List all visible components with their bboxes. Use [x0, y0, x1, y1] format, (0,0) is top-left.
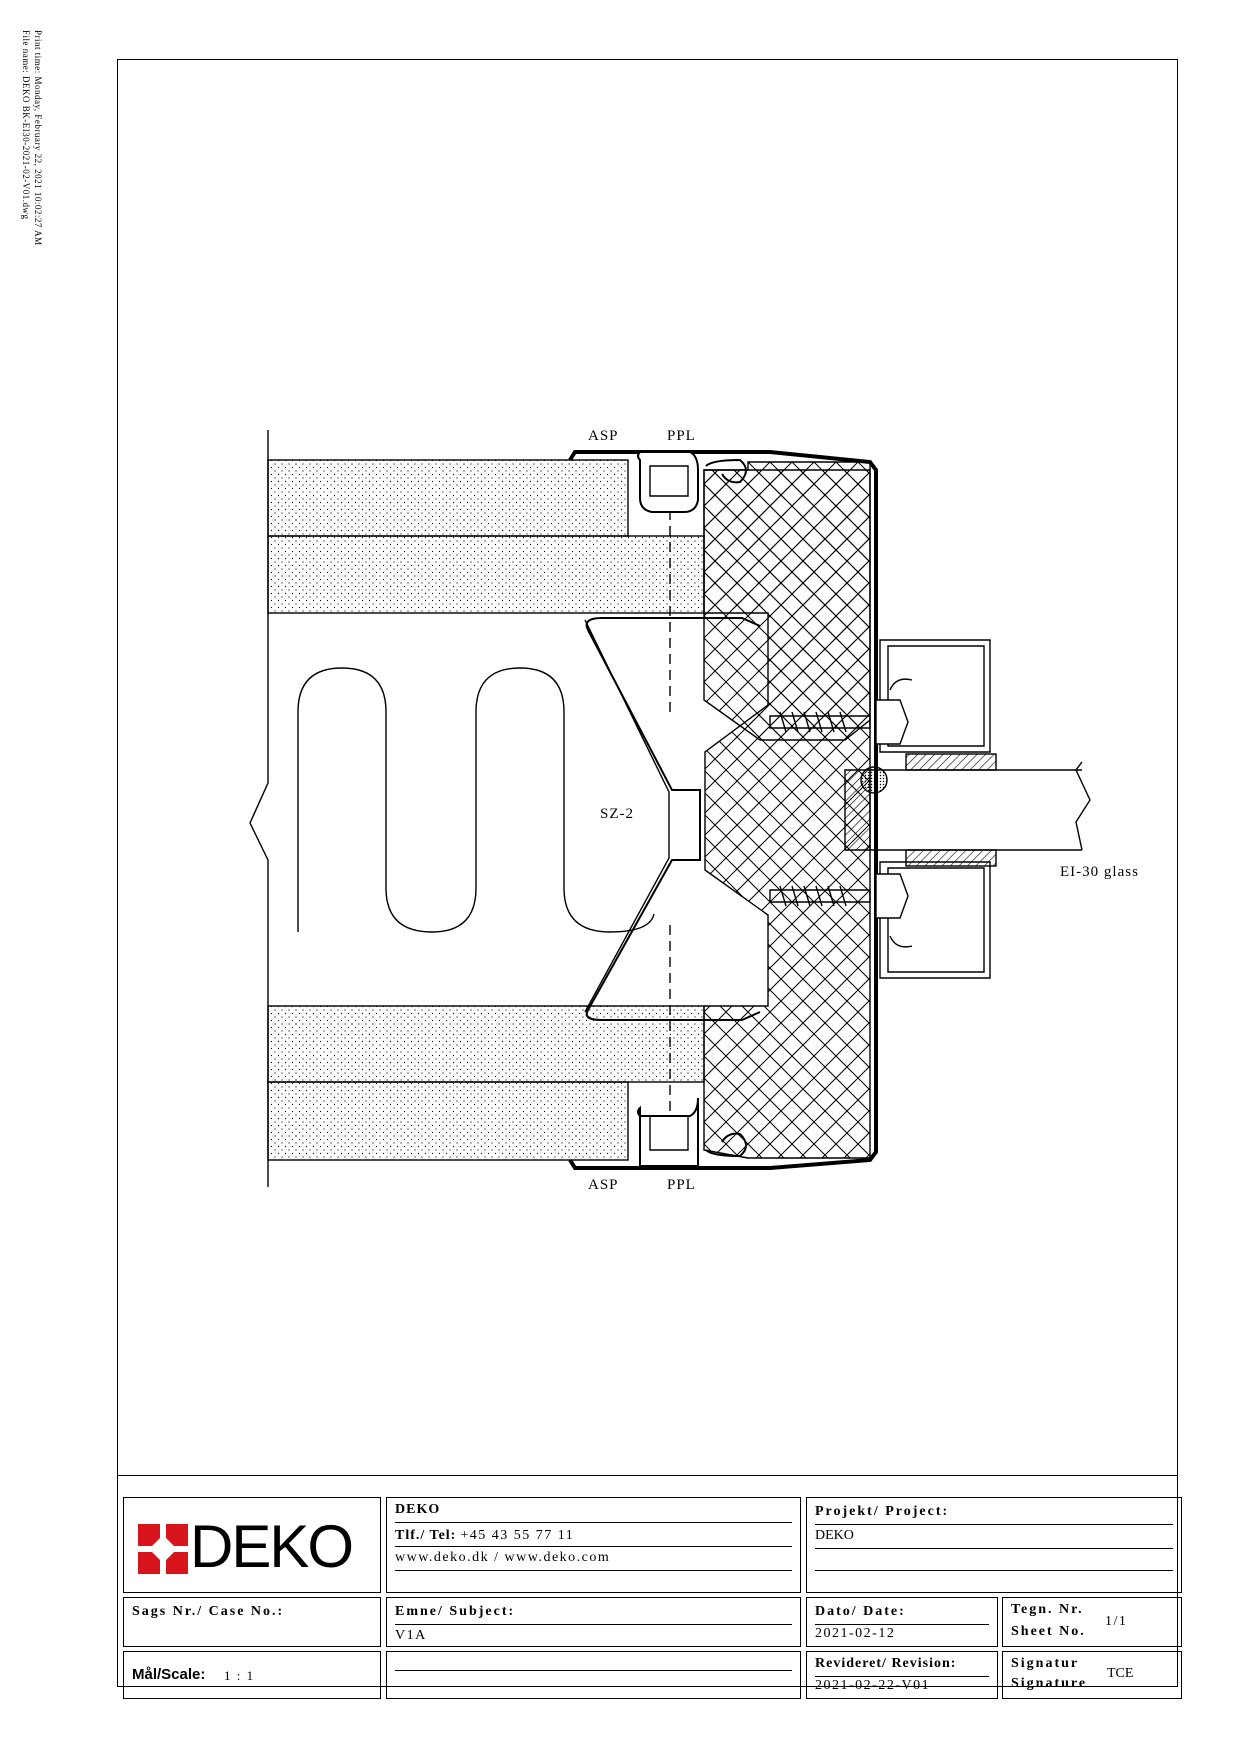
signature-cell: Signatur Signature TCE — [1002, 1651, 1182, 1699]
board-lower-outer — [267, 1081, 629, 1161]
scale-label: Mål/Scale: — [132, 1666, 206, 1683]
signature-value: TCE — [1107, 1666, 1134, 1681]
sz2-profile — [585, 617, 761, 1021]
subject-label: Emne/ Subject: — [395, 1604, 516, 1619]
label-profile: SZ-2 — [600, 806, 634, 822]
label-glass: EI-30 glass — [1060, 864, 1139, 880]
company-name: DEKO — [395, 1502, 441, 1517]
company-cell: DEKO Tlf./ Tel: +45 43 55 77 11 www.deko… — [386, 1497, 801, 1593]
label-asp-bottom: ASP — [588, 1177, 619, 1193]
board-upper-outer — [267, 459, 629, 537]
gasket-top — [637, 451, 699, 513]
date-label: Dato/ Date: — [815, 1604, 906, 1619]
signature-label-1: Signatur — [1011, 1656, 1080, 1671]
revision-label: Revideret/ Revision: — [815, 1656, 957, 1671]
case-no-label: Sags Nr./ Case No.: — [132, 1604, 285, 1619]
project-label: Projekt/ Project: — [815, 1504, 950, 1519]
project-cell: Projekt/ Project: DEKO — [806, 1497, 1182, 1593]
logo-text: DEKO — [190, 1513, 354, 1580]
sheet-no-cell: Tegn. Nr. Sheet No. 1/1 — [1002, 1597, 1182, 1647]
label-ppl-top: PPL — [667, 428, 696, 444]
deko-logo-icon — [138, 1524, 188, 1574]
glass-edge-profile — [844, 769, 871, 851]
label-asp-top: ASP — [588, 428, 619, 444]
case-no-cell: Sags Nr./ Case No.: — [123, 1597, 381, 1647]
glass-seal-upper — [905, 753, 997, 771]
glass-seal-lower — [905, 849, 997, 867]
screw-upper — [769, 699, 909, 745]
subject-notes-cell — [386, 1651, 801, 1699]
gasket-bottom — [637, 1097, 699, 1167]
date-cell: Dato/ Date: 2021-02-12 — [806, 1597, 998, 1647]
revision-value: 2021-02-22-V01 — [815, 1678, 931, 1693]
sheet-no-label-1: Tegn. Nr. — [1011, 1602, 1084, 1617]
project-value: DEKO — [815, 1528, 854, 1543]
insulation-serpentine — [297, 667, 655, 933]
board-lower-inner — [267, 1005, 705, 1083]
wall-break-line — [249, 430, 269, 1187]
subject-cell: Emne/ Subject: V1A — [386, 1597, 801, 1647]
label-ppl-bottom: PPL — [667, 1177, 696, 1193]
screw-lower — [769, 873, 909, 919]
logo-cell: DEKO — [123, 1497, 381, 1593]
scale-cell: Mål/Scale: 1 : 1 — [123, 1651, 381, 1699]
revision-cell: Revideret/ Revision: 2021-02-22-V01 — [806, 1651, 998, 1699]
ei30-glass — [870, 761, 1091, 851]
phone-number: +45 43 55 77 11 — [460, 1528, 575, 1543]
date-value: 2021-02-12 — [815, 1626, 896, 1641]
signature-label-2: Signature — [1011, 1676, 1088, 1691]
sheet-no-value: 1/1 — [1105, 1614, 1128, 1629]
board-upper-inner — [267, 535, 705, 614]
subject-value: V1A — [395, 1628, 427, 1643]
fire-core-main — [703, 461, 871, 1159]
title-block — [117, 1475, 1178, 1687]
website: www.deko.dk / www.deko.com — [395, 1550, 611, 1565]
sheet-no-label-2: Sheet No. — [1011, 1624, 1086, 1639]
drawing-frame — [117, 59, 1178, 1687]
sealing-cord — [860, 766, 888, 794]
scale-value: 1 : 1 — [224, 1668, 255, 1683]
phone-label: Tlf./ Tel: — [395, 1528, 457, 1543]
